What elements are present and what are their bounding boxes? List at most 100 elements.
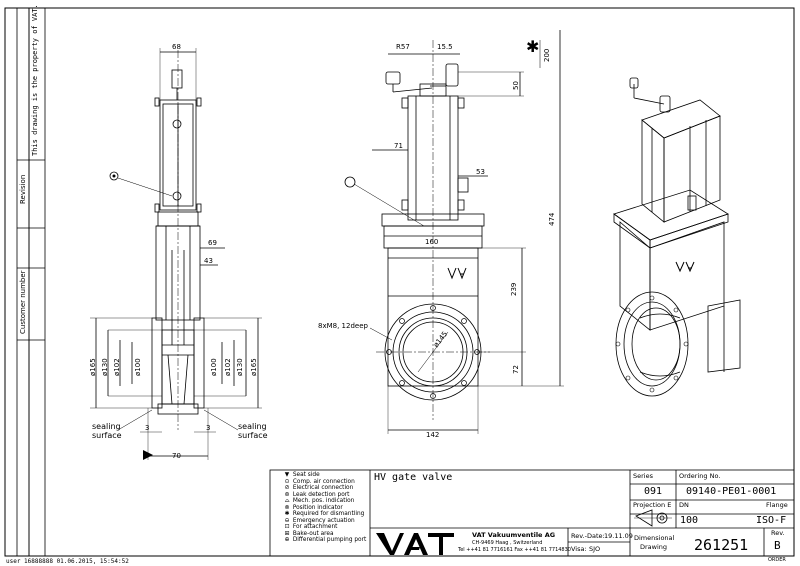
sealing-surface-left-line1: sealing [92,422,121,431]
legend-item: ⊖ Emergency actuation [283,518,355,524]
legend-text: Mech. pos. indication [292,498,355,504]
legend-text: Bake-out area [292,530,334,537]
air-connection-icon: ⊙ [284,478,290,485]
dim-d102-right: ø102 [224,358,232,376]
company-address: CH-9469 Haag , Switzerland [472,540,543,546]
dim-69: 69 [208,239,217,247]
drawing-description: HV gate valve [374,472,453,483]
footer-stamp: user 16888888 01.06.2015, 15:54:52 [6,558,129,565]
flange-value: ISO-F [756,515,787,526]
sealing-surface-left-line2: surface [92,431,122,440]
dim-15-5: 15.5 [437,43,453,51]
bake-out-icon: ⊞ [284,530,290,537]
body-logo-front [447,267,467,280]
dn-value: 100 [680,515,699,526]
dim-43: 43 [204,257,213,265]
dim-d102-left: ø102 [113,358,121,376]
dim-68: 68 [172,43,181,51]
ordering-value: 09140-PE01-0001 [686,486,777,497]
side-panel [16,8,46,556]
dim-239: 239 [510,282,518,296]
sealing-surface-right-line1: sealing [238,422,267,431]
drawing-number: 261251 [694,536,749,554]
leak-detection-icon: ⊛ [284,491,290,498]
attachment-icon: ⊡ [284,524,290,530]
projection-label: Projection E [633,501,672,509]
legend-item: ⊘ Electrical connection [283,485,354,491]
legend-item: ⊗ Position indicator [283,505,343,511]
legend-item: ⊛ Leak detection port [283,491,350,498]
dim-d165-left: ø165 [89,358,97,376]
pumping-port-icon: ⊕ [284,537,290,543]
dim-d100-right: ø100 [210,358,218,376]
dim-r57: R57 [396,43,410,51]
company-name: VAT Vakuumventile AG [472,531,556,539]
dim-50: 50 [512,81,520,90]
flange-bolt-holes [386,305,480,399]
dim-53: 53 [476,168,485,176]
legend-item: ✱ Required for dismantling [283,511,365,517]
isometric-bolt-holes [615,295,689,393]
legend-text: Position indicator [292,504,343,511]
body-logo-iso [675,261,695,273]
side-view [90,48,262,460]
electrical-connection-icon: ⊘ [284,485,290,491]
dim-70: 70 [172,452,181,460]
corner-code: ORDER [768,557,786,563]
visa-value: SJO [589,545,601,553]
dim-d165-right: ø165 [250,358,258,376]
dn-label: DN [679,501,689,509]
legend-item: ⊞ Bake-out area [283,531,334,537]
position-indicator-icon: ⊗ [284,504,290,511]
dim-142: 142 [426,431,440,439]
mech-indication-icon: ⌓ [284,498,290,504]
flange-label: Flange [766,501,788,509]
dismantling-asterisk: ✱ [526,37,539,56]
company-phone: Tel ++41 81 7716161 Fax ++41 81 7714830 [458,547,571,553]
thread-callout: 8xM8, 12deep [318,322,368,330]
dim-200: 200 [543,48,551,62]
dim-d130-right: ø130 [236,358,244,376]
dim-seal-right: 3 [206,424,211,432]
legend-text: Electrical connection [292,485,354,491]
legend-item: ⊙ Comp. air connection [283,479,355,485]
vat-logo [376,533,454,555]
series-value: 091 [644,486,663,497]
dimensional-drawing-line2: Drawing [640,543,668,551]
legend-text: Seat side [292,472,320,478]
dim-d100-left: ø100 [134,358,142,376]
dim-d130-left: ø130 [101,358,109,376]
isometric-view [613,77,741,397]
seat-side-icon: ▼ [284,472,290,478]
legend-item: ▼ Seat side [283,472,320,478]
property-notice: This drawing is the property of VAT. [31,4,39,156]
seat-side-marker [143,450,153,460]
legend-item: ⌓ Mech. pos. indication [283,498,355,504]
position-indicator-symbol-side [109,171,119,181]
dim-160: 160 [425,238,439,246]
projection-symbol [634,509,672,527]
title-block-grid [269,469,795,557]
legend-item: ⊕ Differential pumping port [283,537,367,543]
legend-text: Differential pumping port [292,537,367,543]
legend-text: Leak detection port [292,491,350,498]
rev-date-label: Rev.-Date: [571,532,605,540]
dim-71: 71 [394,142,403,150]
rev-label: Rev. [771,529,785,537]
series-label: Series [633,472,653,480]
dimensional-drawing-line1: Dimensional [634,534,675,542]
front-view [353,30,564,434]
legend-text: For attachment [292,524,338,530]
sealing-surface-right-line2: surface [238,431,268,440]
rev-value: B [774,539,781,552]
visa-label: Visa: [571,545,587,553]
legend-item: ⊡ For attachment [283,524,338,530]
legend-text: Comp. air connection [292,478,355,485]
legend-text: Required for dismantling [292,511,365,517]
dim-474: 474 [548,212,556,226]
legend-text: Emergency actuation [292,517,355,524]
dismantling-icon: ✱ [284,511,290,517]
position-indicator-symbol-front [344,176,356,188]
dim-72: 72 [512,365,520,374]
ordering-label: Ordering No. [679,472,721,480]
